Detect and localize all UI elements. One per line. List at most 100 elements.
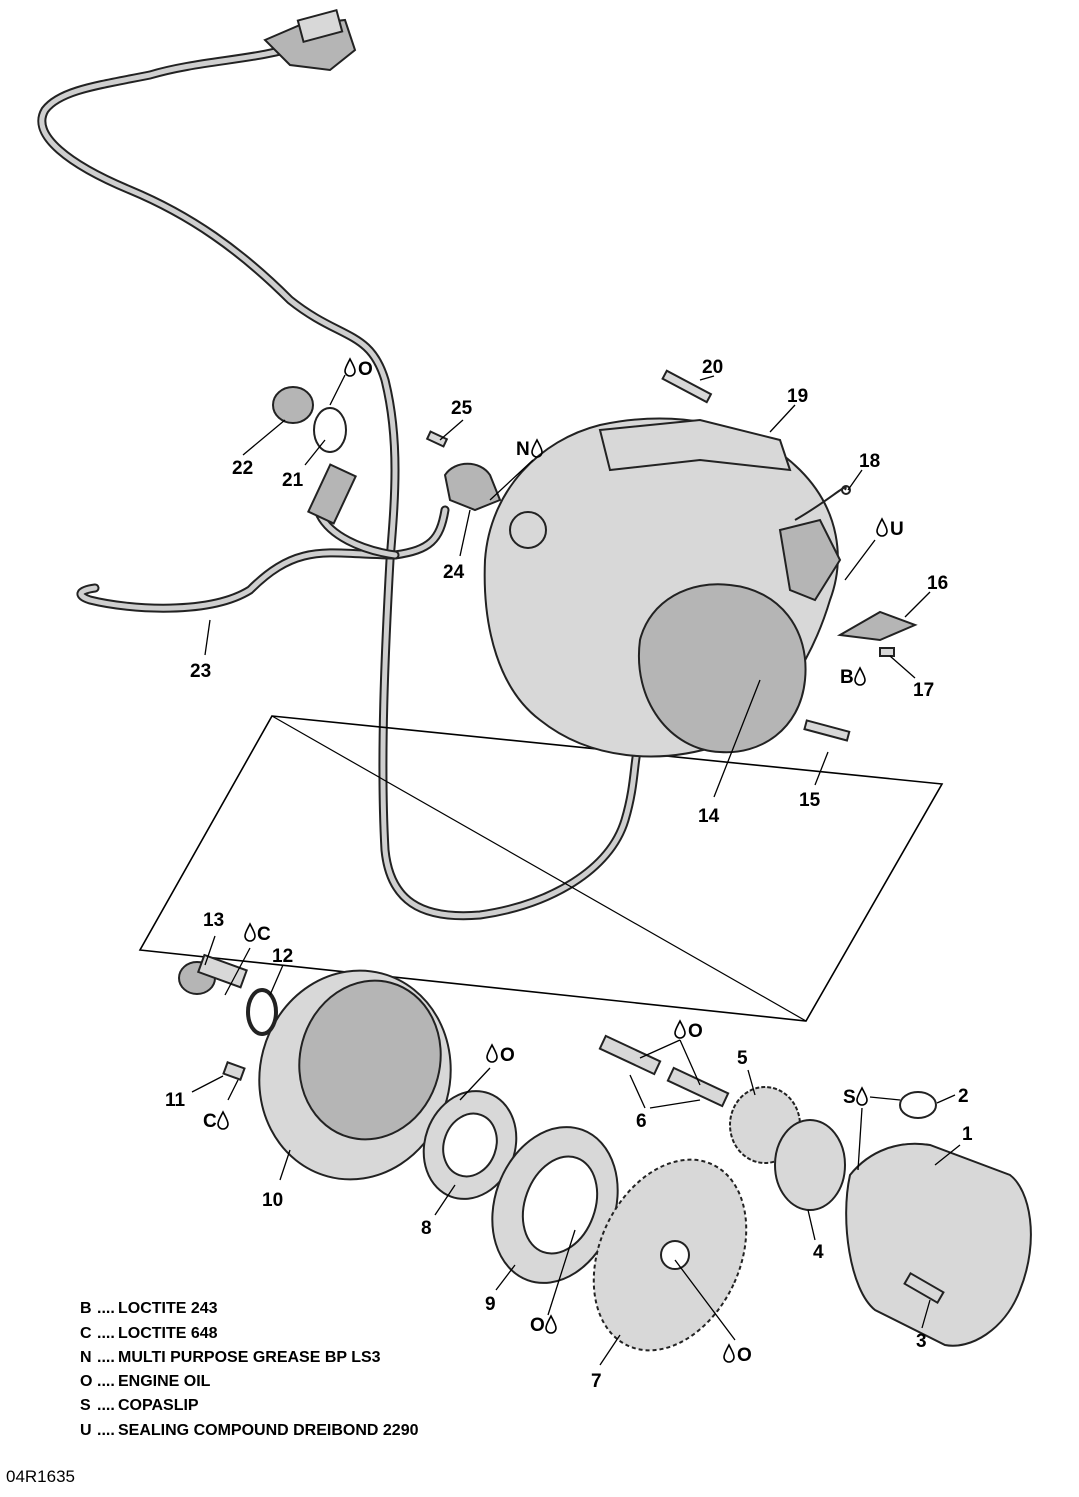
part-label-17: 17 <box>913 680 934 701</box>
part-label-8: 8 <box>421 1218 432 1239</box>
washer-12 <box>246 988 278 1036</box>
legend-row: O .... ENGINE OIL <box>80 1373 211 1390</box>
svg-text:ENGINE OIL: ENGINE OIL <box>118 1373 211 1390</box>
svg-text:....: .... <box>97 1373 115 1390</box>
part-label-14: 14 <box>698 806 720 827</box>
svg-text:O: O <box>737 1345 752 1366</box>
callout-s-2: S <box>843 1087 868 1108</box>
svg-text:....: .... <box>97 1422 115 1439</box>
part-label-10: 10 <box>262 1190 283 1211</box>
plug-22 <box>272 386 314 424</box>
part-label-1: 1 <box>962 1124 973 1145</box>
screw-17 <box>879 647 895 657</box>
sensor-24 <box>443 462 502 512</box>
harness-connector <box>263 8 357 72</box>
part-label-21: 21 <box>282 470 304 491</box>
legend-row: B .... LOCTITE 243 <box>80 1300 218 1317</box>
part-label-5: 5 <box>737 1048 748 1069</box>
svg-text:B: B <box>80 1300 92 1317</box>
part-label-23: 23 <box>190 661 211 682</box>
svg-text:N: N <box>516 439 530 460</box>
callout-c-11: C <box>203 1111 229 1132</box>
callout-o-21: O <box>344 358 373 380</box>
svg-text:O: O <box>688 1021 703 1042</box>
callout-o-7: O <box>723 1344 752 1366</box>
callout-n-24: N <box>516 439 543 460</box>
legend-row: S .... COPASLIP <box>80 1397 199 1414</box>
svg-text:O: O <box>80 1373 92 1390</box>
part-label-7: 7 <box>591 1371 602 1392</box>
part-label-6: 6 <box>636 1111 647 1132</box>
sensor-connector <box>306 463 358 525</box>
bolt-13 <box>178 953 248 995</box>
part-label-20: 20 <box>702 357 723 378</box>
drop-icon <box>545 1315 557 1334</box>
svg-text:O: O <box>500 1045 515 1066</box>
part-label-2: 2 <box>958 1086 969 1107</box>
flywheel-10 <box>258 969 452 1181</box>
screw-20 <box>661 369 713 404</box>
drop-icon <box>486 1044 498 1063</box>
svg-text:C: C <box>80 1325 92 1342</box>
callout-u-18: U <box>876 518 904 540</box>
drop-icon <box>723 1344 735 1363</box>
drop-icon <box>531 439 543 458</box>
legend-row: U .... SEALING COMPOUND DREIBOND 2290 <box>80 1422 419 1439</box>
callout-c-13: C <box>244 923 271 945</box>
part-label-3: 3 <box>916 1331 927 1352</box>
part-label-4: 4 <box>813 1242 824 1263</box>
gear-7 <box>592 1158 748 1352</box>
svg-text:C: C <box>257 924 271 945</box>
leader-lines <box>191 374 961 1366</box>
svg-text:S: S <box>843 1087 856 1108</box>
drop-icon <box>876 518 888 537</box>
wire-18 <box>794 485 851 521</box>
part-label-13: 13 <box>203 910 224 931</box>
grommet-16 <box>836 610 918 642</box>
drop-icon <box>854 667 866 686</box>
drawing-code: 04R1635 <box>6 1467 75 1486</box>
svg-text:C: C <box>203 1111 217 1132</box>
starter-motor-1 <box>845 1142 1032 1347</box>
part-label-15: 15 <box>799 790 821 811</box>
pin-11 <box>222 1061 246 1081</box>
assembly-frame <box>138 715 944 1022</box>
svg-text:MULTI PURPOSE GREASE BP LS3: MULTI PURPOSE GREASE BP LS3 <box>118 1349 381 1366</box>
callout-o-6: O <box>674 1020 703 1042</box>
part-label-9: 9 <box>485 1294 496 1315</box>
drop-icon <box>856 1087 868 1106</box>
svg-text:....: .... <box>97 1300 115 1317</box>
svg-text:N: N <box>80 1349 92 1366</box>
screw-15 <box>803 719 851 742</box>
screw-25 <box>425 430 449 448</box>
o-ring-21 <box>313 407 347 453</box>
legend: B .... LOCTITE 243 C .... LOCTITE 648 N … <box>80 1300 419 1439</box>
material-callouts: O N U B C C O O S <box>203 358 904 1366</box>
callout-o-8: O <box>486 1044 515 1066</box>
part-label-24: 24 <box>443 562 465 583</box>
callout-o-9: O <box>530 1315 557 1336</box>
screw-3 <box>903 1271 945 1305</box>
part-label-19: 19 <box>787 386 808 407</box>
part-label-18: 18 <box>859 451 880 472</box>
drop-icon <box>244 923 256 942</box>
part-labels: 1 2 3 4 5 6 7 8 9 10 11 12 13 14 15 16 1… <box>165 357 973 1392</box>
svg-text:SEALING COMPOUND DREIBOND 2290: SEALING COMPOUND DREIBOND 2290 <box>118 1422 419 1439</box>
svg-text:COPASLIP: COPASLIP <box>118 1397 199 1414</box>
svg-text:U: U <box>890 519 904 540</box>
svg-text:U: U <box>80 1422 92 1439</box>
drop-icon <box>674 1020 686 1039</box>
svg-text:....: .... <box>97 1325 115 1342</box>
wiring-harness <box>37 8 655 921</box>
svg-text:LOCTITE 648: LOCTITE 648 <box>118 1325 218 1342</box>
ring-9 <box>491 1126 619 1284</box>
part-label-25: 25 <box>451 398 473 419</box>
svg-text:B: B <box>840 667 854 688</box>
o-ring-2 <box>899 1091 937 1119</box>
callout-b-17: B <box>840 667 866 688</box>
drop-icon <box>344 358 356 377</box>
gear-4 <box>774 1119 846 1211</box>
legend-row: C .... LOCTITE 648 <box>80 1325 218 1342</box>
svg-text:....: .... <box>97 1397 115 1414</box>
